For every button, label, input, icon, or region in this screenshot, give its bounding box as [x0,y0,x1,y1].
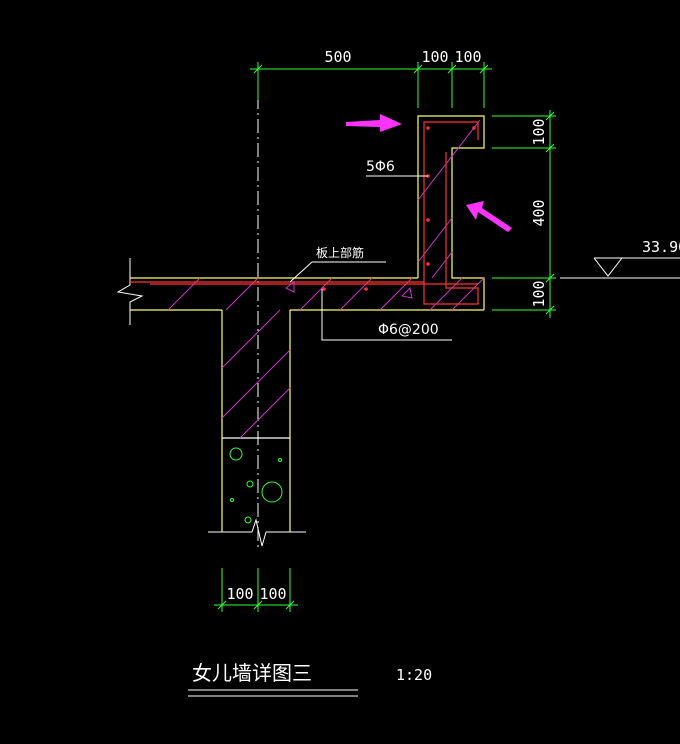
label-5phi6: 5Φ6 [366,159,395,175]
elevation-value: 33.90 [642,238,680,256]
masonry-infill [229,447,283,524]
dim-bottom-100-a: 100 [226,585,253,603]
top-dimension-chain [250,62,492,108]
label-slab-top-rebar: 板上部筋 [316,245,364,260]
pointer-arrow-right [466,201,512,232]
dim-top-100-b: 100 [454,48,481,66]
dim-right-100-bottom: 100 [530,280,548,307]
dim-top-500: 500 [324,48,351,66]
label-stirrup: Φ6@200 [378,322,439,338]
bottom-dimension-chain [214,568,298,612]
dim-bottom-100-b: 100 [259,585,286,603]
dim-right-400: 400 [530,199,548,226]
rebar-dots [322,126,476,291]
section-hatch [167,119,485,439]
aggregate-marks [285,281,413,299]
column-break-mark [208,518,306,547]
rebar-cage [130,121,479,305]
dim-right-100-top: 100 [530,118,548,145]
elevation-symbol [560,257,680,279]
slab-break-mark [116,258,144,325]
drawing-scale: 1:20 [396,666,432,684]
rebar-leaders [289,175,452,341]
drawing-title: 女儿墙详图三 [192,661,312,685]
dim-top-100-a: 100 [421,48,448,66]
pointer-arrow-top [346,114,402,132]
right-dimension-chain [492,110,556,318]
concrete-outline [130,115,485,532]
